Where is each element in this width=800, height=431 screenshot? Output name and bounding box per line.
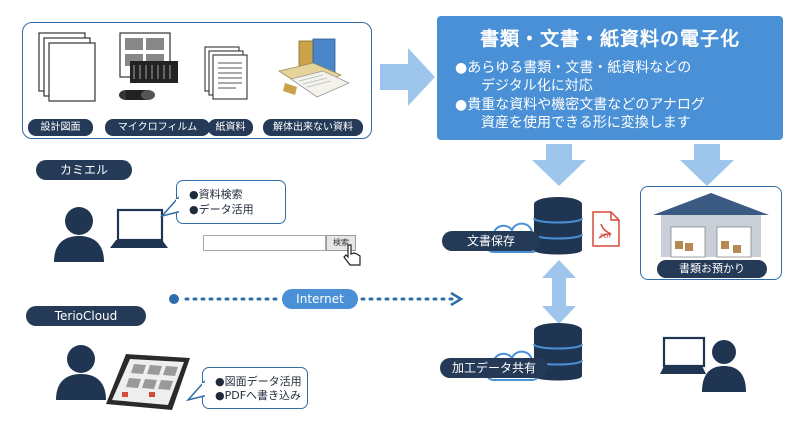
digitization-title: 書類・文書・紙資料の電子化 [479,28,740,50]
user-icon [56,345,106,400]
digitization-bullet-2: ●貴重な資料や機密文書などのアナログ [455,97,705,113]
design-drawings-icon [38,32,96,102]
bound-materials-icon [277,38,350,98]
internet-label: Internet [282,289,358,309]
digitization-bullet-2-cont: 資産を使用できる形に変換します [481,115,691,131]
doc-label-paper: 紙資料 [208,119,253,136]
database-icon [533,197,583,255]
digitization-bullet-1-cont: デジタル化に対応 [481,78,593,94]
internet-connection-line [169,291,464,307]
doc-label-unbindable: 解体出来ない資料 [263,119,363,136]
teriocloud-label: TerioCloud [26,306,146,326]
doc-label-design-drawings: 設計図面 [28,119,93,136]
user-icon [702,340,746,392]
down-arrow-icon [680,144,734,186]
pdf-file-icon [592,211,620,247]
terio-feature-drawings: ●図面データ活用 [215,375,302,388]
callout-pointer [186,380,206,402]
kamieru-feature-search: ●資料検索 [189,188,243,201]
hand-cursor-icon [343,244,361,266]
pdf-text: PDF [600,233,612,240]
user-icon [54,207,104,262]
callout-pointer [160,196,180,218]
terio-feature-pdf: ●PDFへ書き込み [215,389,302,402]
doc-label-microfilm: マイクロフィルム [105,119,210,136]
terio-callout: ●図面データ活用 ●PDFへ書き込み [202,367,308,409]
microfilm-icon [119,32,178,100]
laptop-icon [110,208,168,248]
right-arrow-icon [380,48,435,106]
digitization-bullet-1: ●あらゆる書類・文書・紙資料などの [455,60,692,76]
tablet-icon [106,354,190,410]
processed-data-share-label: 加工データ共有 [440,358,548,378]
laptop-icon [660,336,706,374]
down-arrow-icon [532,144,586,186]
kamieru-label: カミエル [36,160,132,180]
document-types-panel: 設計図面 マイクロフィルム 紙資料 解体出来ない資料 [22,22,372,139]
document-storage-label: 文書保存 [442,231,540,251]
bidirectional-arrow-icon [542,260,576,324]
search-input[interactable] [203,235,326,251]
warehouse-storage-panel: 書類お預かり [640,186,782,280]
digitization-summary-box: 書類・文書・紙資料の電子化 ●あらゆる書類・文書・紙資料などの デジタル化に対応… [437,16,783,140]
paper-documents-icon [204,46,248,100]
kamieru-feature-data: ●データ活用 [189,203,254,216]
warehouse-label: 書類お預かり [657,260,767,278]
warehouse-icon [653,193,769,258]
kamieru-callout: ●資料検索 ●データ活用 [176,180,286,224]
